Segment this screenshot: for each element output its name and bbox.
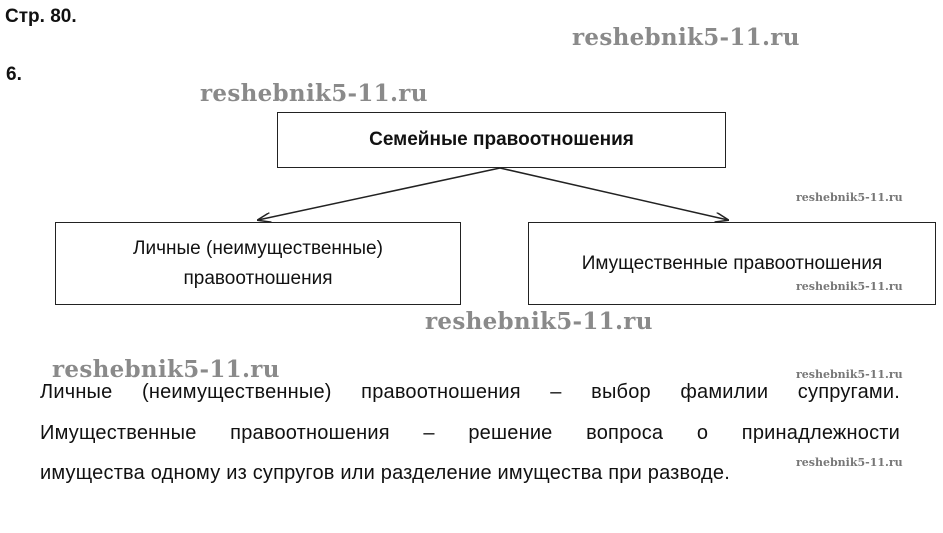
answer-line-1: Личные (неимущественные) правоотношения …: [40, 381, 900, 403]
root-box: Семейные правоотношения: [277, 112, 726, 168]
watermark: reshebnik5-11.ru: [425, 308, 653, 335]
left-label-line2: правоотношения: [183, 267, 333, 289]
arrow-right: [499, 167, 728, 220]
arrow-left: [258, 167, 501, 220]
watermark: reshebnik5-11.ru: [796, 456, 903, 469]
watermark: reshebnik5-11.ru: [796, 191, 903, 204]
watermark: reshebnik5-11.ru: [796, 280, 903, 293]
page-label: Стр. 80.: [5, 6, 77, 27]
task-number: 6.: [6, 64, 22, 85]
watermark: reshebnik5-11.ru: [572, 24, 800, 51]
right-label: Имущественные правоотношения: [581, 252, 883, 274]
watermark: reshebnik5-11.ru: [52, 356, 280, 383]
left-label-line1: Личные (неимущественные): [133, 237, 383, 259]
watermark: reshebnik5-11.ru: [200, 80, 428, 107]
answer-line-3: имущества одному из супругов или разделе…: [40, 462, 730, 484]
watermark: reshebnik5-11.ru: [796, 368, 903, 381]
right-box: Имущественные правоотношения: [528, 222, 936, 305]
root-label: Семейные правоотношения: [369, 129, 634, 150]
answer-line-2: Имущественные правоотношения – решение в…: [40, 422, 900, 444]
